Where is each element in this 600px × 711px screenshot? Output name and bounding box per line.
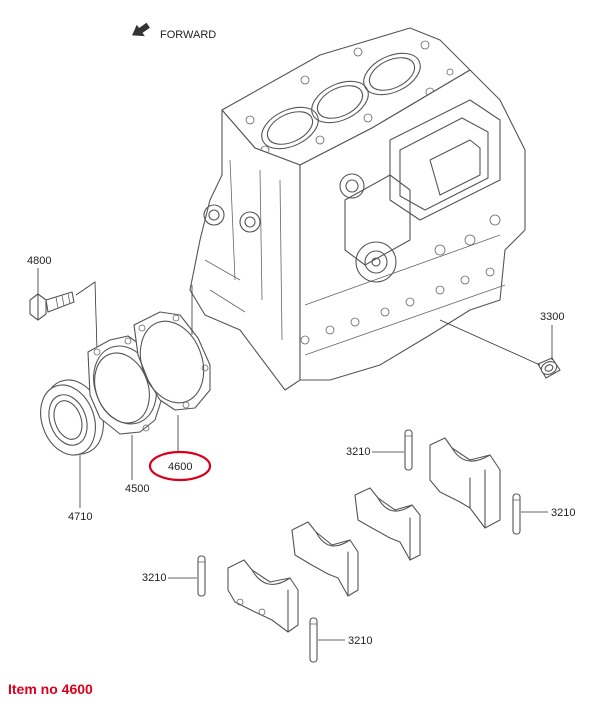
label-4500: 4500 [125,483,149,495]
bearing-cap-rear [429,437,501,529]
oil-seal-4710 [40,379,104,456]
item-caption: Item no 4600 [8,681,93,697]
forward-arrow-icon [132,22,150,37]
bearing-cap-front [227,559,299,633]
label-4800: 4800 [27,255,51,267]
label-3210-b: 3210 [551,507,575,519]
bearing-cap-3 [354,487,421,561]
dowel-pin-3210-a [404,429,413,471]
label-3300: 3300 [540,311,564,323]
dowel-pin-3210-b [512,493,521,535]
highlight-ring-4600 [148,450,212,482]
leader-4800-bolt-axis [75,281,98,351]
bearing-cap-2 [291,521,359,597]
label-4600: 4600 [168,461,192,473]
leader-3300-axis [439,319,541,366]
label-3210-d: 3210 [348,635,372,647]
bolt-4800 [29,291,75,321]
label-3210-c: 3210 [142,572,166,584]
label-4710: 4710 [68,511,92,523]
engine-block [189,27,526,391]
forward-label: FORWARD [160,29,216,41]
gasket-4600 [133,311,211,411]
label-3210-a: 3210 [346,446,370,458]
dowel-pin-3300 [537,357,561,379]
dowel-pin-3210-d [309,617,318,663]
dowel-pin-3210-c [197,555,206,597]
